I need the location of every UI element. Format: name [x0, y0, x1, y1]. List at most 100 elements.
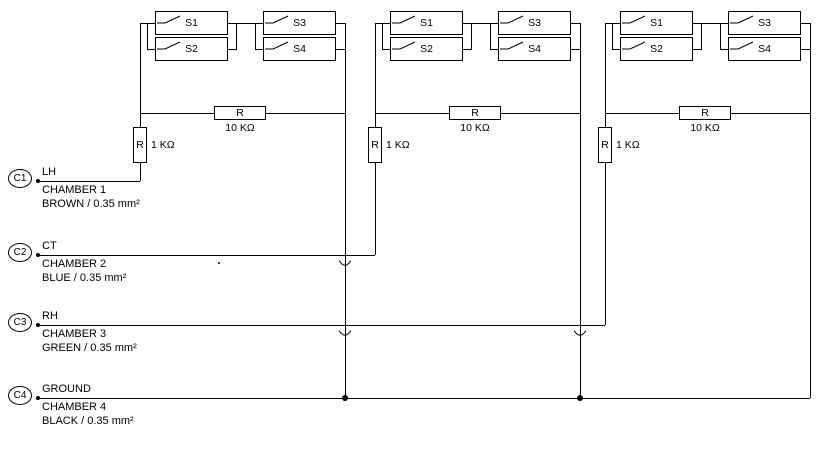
switch-label: S1 — [185, 17, 198, 29]
wire — [255, 23, 256, 50]
wire — [731, 113, 810, 114]
resistor-label: R — [136, 139, 144, 151]
wire — [693, 49, 701, 50]
wire-spec-label: BLACK / 0.35 mm² — [42, 415, 134, 427]
switch-label: S3 — [528, 17, 541, 29]
switch-lever-icon — [157, 41, 181, 50]
chamber-label: CHAMBER 1 — [42, 184, 107, 196]
switch-box: S3 — [498, 11, 571, 35]
wire — [801, 49, 810, 50]
wire — [801, 23, 810, 24]
wire — [255, 49, 263, 50]
wire — [147, 49, 155, 50]
chamber-label: CHAMBER 4 — [42, 401, 107, 413]
wire — [228, 23, 263, 24]
chamber-label: CHAMBER 2 — [42, 258, 107, 270]
stray-mark — [218, 262, 220, 264]
wire — [147, 23, 148, 50]
signal-label: LH — [42, 166, 57, 178]
signal-label: GROUND — [42, 383, 91, 395]
switch-box: S4 — [728, 37, 801, 61]
resistor-box: R — [368, 127, 382, 163]
connector-id: C4 — [13, 390, 27, 401]
wire — [490, 23, 491, 50]
resistor-value: 1 KΩ — [386, 139, 410, 151]
connector-circle: C1 — [8, 169, 32, 188]
connector-circle: C2 — [8, 243, 32, 262]
wire — [693, 23, 728, 24]
connector-id: C2 — [13, 247, 27, 258]
wire — [612, 49, 620, 50]
wire — [490, 49, 498, 50]
wire — [382, 49, 390, 50]
switch-lever-icon — [500, 41, 524, 50]
switch-lever-icon — [622, 41, 646, 50]
wire — [236, 23, 237, 50]
switch-label: S1 — [420, 17, 433, 29]
crossover-hop-icon — [338, 325, 352, 343]
switch-box: S4 — [263, 37, 336, 61]
signal-label: RH — [42, 310, 58, 322]
wire — [605, 23, 606, 127]
switch-label: S3 — [758, 17, 771, 29]
wire — [501, 113, 580, 114]
junction-dot — [577, 395, 583, 401]
switch-lever-icon — [265, 41, 289, 50]
wire — [382, 23, 383, 50]
wire — [336, 49, 345, 50]
wire — [140, 163, 141, 181]
resistor-value: 10 KΩ — [225, 122, 255, 134]
wire — [228, 49, 236, 50]
switch-lever-icon — [392, 15, 416, 24]
switch-box: S1 — [390, 11, 463, 35]
wire — [605, 163, 606, 325]
wire — [140, 23, 141, 127]
switch-label: S2 — [650, 43, 663, 55]
resistor-value: 10 KΩ — [460, 122, 490, 134]
junction-dot — [342, 395, 348, 401]
switch-label: S2 — [420, 43, 433, 55]
resistor-box: R — [598, 127, 612, 163]
wire — [471, 23, 472, 50]
switch-label: S3 — [293, 17, 306, 29]
resistor-label: R — [236, 107, 244, 119]
switch-box: S1 — [155, 11, 228, 35]
resistor-label: R — [701, 107, 709, 119]
switch-lever-icon — [622, 15, 646, 24]
connector-id: C1 — [13, 173, 27, 184]
wire — [720, 23, 721, 50]
resistor-box: R — [133, 127, 147, 163]
connector-circle: C4 — [8, 386, 32, 405]
resistor-box: R — [214, 106, 266, 120]
switch-lever-icon — [500, 15, 524, 24]
wire — [375, 113, 449, 114]
switch-box: S1 — [620, 11, 693, 35]
wire-spec-label: GREEN / 0.35 mm² — [42, 342, 137, 354]
signal-label: CT — [42, 240, 57, 252]
switch-label: S2 — [185, 43, 198, 55]
wire — [571, 23, 580, 24]
wire — [720, 49, 728, 50]
wire — [375, 23, 376, 127]
wire — [463, 49, 471, 50]
wire-spec-label: BLUE / 0.35 mm² — [42, 272, 127, 284]
switch-label: S4 — [293, 43, 306, 55]
bus-line-c3 — [38, 325, 605, 326]
resistor-box: R — [679, 106, 731, 120]
switch-lever-icon — [730, 15, 754, 24]
bus-line-c1 — [38, 181, 140, 182]
crossover-hop-icon — [573, 325, 587, 343]
bus-line-c2 — [38, 255, 375, 256]
wire — [580, 23, 581, 398]
wire-spec-label: BROWN / 0.35 mm² — [42, 198, 140, 210]
switch-lever-icon — [157, 15, 181, 24]
connector-id: C3 — [13, 317, 27, 328]
resistor-label: R — [601, 139, 609, 151]
bus-line-c4 — [38, 398, 810, 399]
wire — [463, 23, 498, 24]
wire — [336, 23, 345, 24]
switch-box: S3 — [263, 11, 336, 35]
chamber-label: CHAMBER 3 — [42, 328, 107, 340]
connector-circle: C3 — [8, 313, 32, 332]
